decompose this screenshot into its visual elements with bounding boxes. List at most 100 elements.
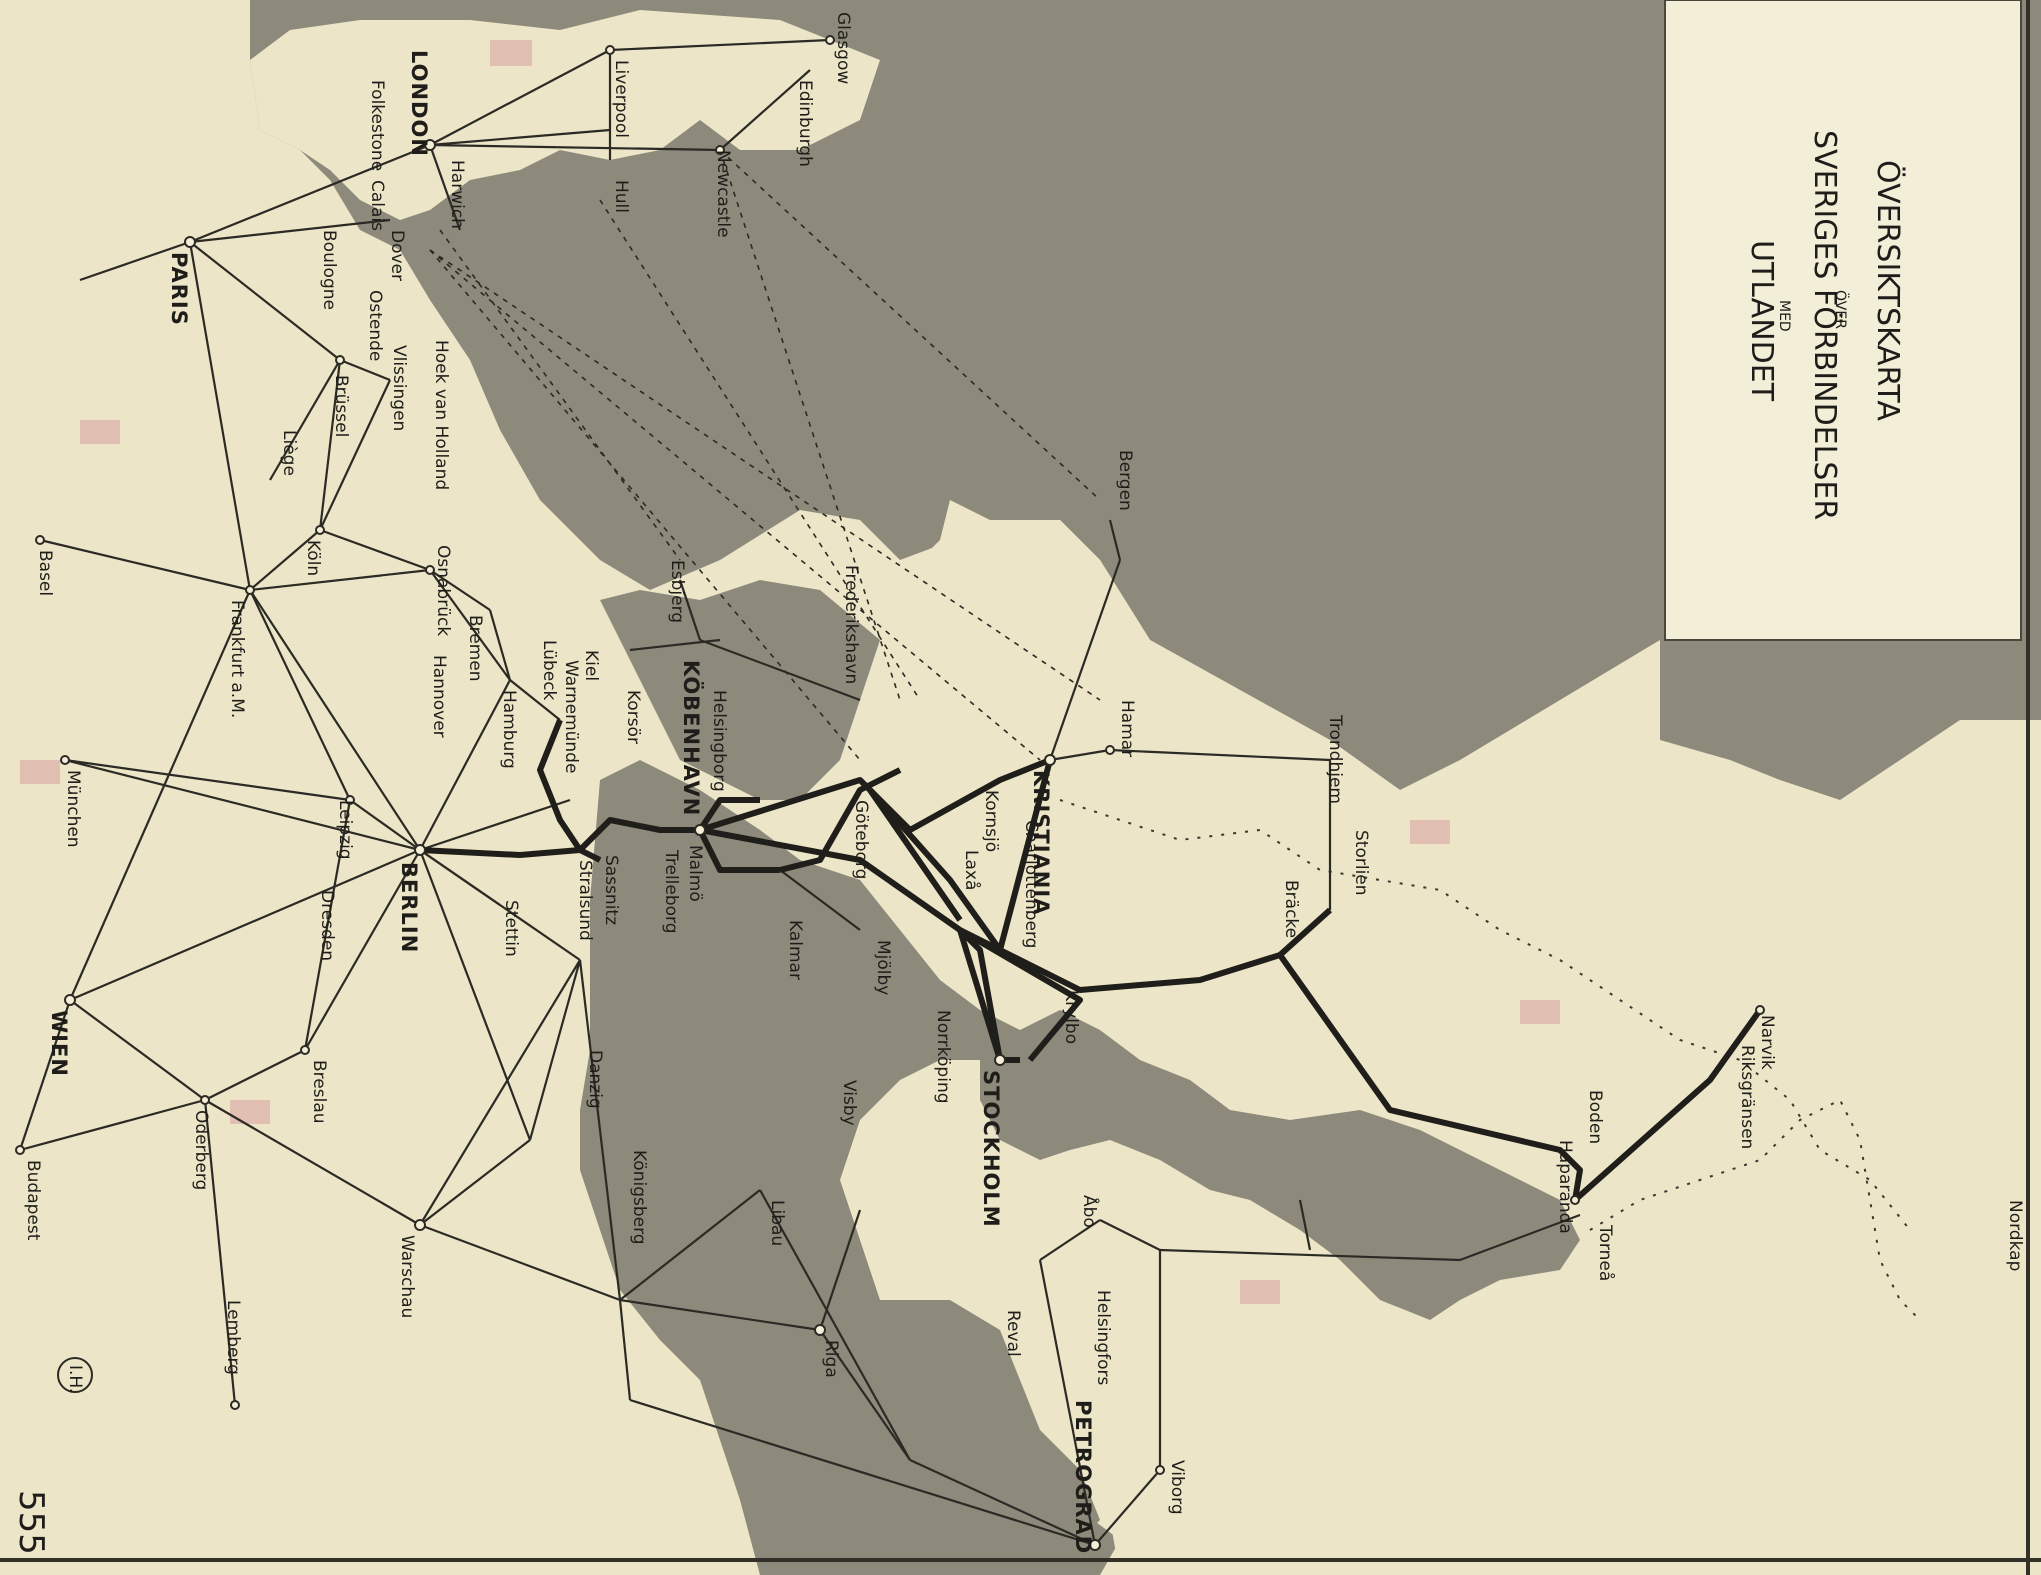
rail-route (64, 758, 421, 852)
norway-sweden-border (1059, 799, 1911, 1231)
rail-route (419, 1139, 531, 1226)
city-dot[interactable] (1089, 1539, 1101, 1551)
main-route (958, 927, 1281, 993)
title-line-1: ÖVERSIKTSKARTA (1870, 160, 1906, 421)
rail-route (249, 589, 421, 851)
rail-routes (18, 38, 1581, 1547)
gulf-of-finland (880, 1300, 1100, 1540)
city-dot[interactable] (35, 535, 45, 545)
rail-route (19, 1098, 206, 1152)
city-dot[interactable] (300, 1045, 310, 1055)
city-dot[interactable] (1755, 1005, 1765, 1015)
city-dot[interactable] (230, 1400, 240, 1410)
city-dot[interactable] (414, 844, 426, 856)
label-bergen: Bergen (1115, 450, 1135, 511)
label-hamburg: Hamburg (499, 690, 519, 769)
city-dot[interactable] (715, 145, 725, 155)
rail-route (269, 359, 341, 481)
ferry-route (429, 249, 1101, 701)
rail-route (339, 358, 391, 382)
city-dot[interactable] (694, 824, 706, 836)
label-folkestone: Folkestone (367, 80, 387, 171)
label-hull: Hull (611, 180, 631, 213)
city-dot[interactable] (335, 355, 345, 365)
stamp-mark (20, 760, 60, 784)
city-dot[interactable] (425, 565, 435, 575)
rail-route (69, 848, 421, 1002)
label-stockholm: STOCKHOLM (979, 1070, 1003, 1228)
main-route (537, 718, 583, 852)
label-frederikshavn: Frederikshavn (841, 565, 861, 684)
city-dot[interactable] (994, 1054, 1006, 1066)
rail-route (249, 568, 431, 592)
label-munchen: München (63, 770, 83, 848)
rail-route (64, 758, 351, 802)
label-visby: Visby (839, 1080, 859, 1126)
city-dot[interactable] (1155, 1465, 1165, 1475)
label-goteborg: Göteborg (851, 800, 871, 879)
rail-route (1108, 519, 1122, 561)
rail-route (189, 143, 431, 244)
city-dot[interactable] (825, 35, 835, 45)
main-route (867, 759, 1053, 953)
city-dot[interactable] (605, 45, 615, 55)
label-mjolby: Mjölby (873, 940, 893, 995)
label-danzig: Danzig (585, 1050, 605, 1109)
city-dot[interactable] (814, 1324, 826, 1336)
rail-route (629, 1398, 1096, 1547)
main-route (957, 927, 1020, 1063)
rail-route (419, 1223, 621, 1302)
city-dot[interactable] (315, 525, 325, 535)
rail-route (719, 69, 811, 151)
city-dot[interactable] (64, 994, 76, 1006)
rail-route (1298, 1199, 1312, 1251)
rail-route (189, 218, 391, 244)
city-dot[interactable] (414, 1219, 426, 1231)
label-riksgransen: Riksgränsen (1737, 1045, 1757, 1149)
city-dot[interactable] (1570, 1195, 1580, 1205)
label-trondhjem: Trondhjem (1325, 714, 1345, 804)
label-helsingborg: Helsingborg (709, 690, 729, 792)
city-dot[interactable] (15, 1145, 25, 1155)
title-line-5: UTLANDET (1744, 240, 1779, 402)
main-route (699, 827, 962, 933)
label-petrograd: PETROGRAD (1071, 1400, 1095, 1554)
label-leipzig: Leipzig (335, 800, 355, 860)
label-warschau: Warschau (397, 1235, 417, 1318)
city-dot[interactable] (184, 236, 196, 248)
title-line-3: SVERIGES FÖRBINDELSER (1807, 130, 1843, 520)
label-boulogne: Boulogne (319, 230, 339, 310)
city-dot[interactable] (200, 1095, 210, 1105)
city-dot[interactable] (1044, 754, 1056, 766)
rail-route (909, 1459, 1096, 1546)
label-lemberg: Lemberg (223, 1300, 243, 1375)
monogram-text: I.H. (65, 1365, 85, 1393)
label-kalmar: Kalmar (785, 920, 805, 980)
rail-route (429, 569, 491, 611)
rail-route (249, 529, 321, 591)
stamp-mark (1410, 820, 1450, 844)
label-vlissingen: Vlissingen (389, 345, 409, 431)
city-dot[interactable] (1105, 745, 1115, 755)
label-abo: Åbo (1079, 1195, 1101, 1228)
label-berlin: BERLIN (397, 862, 421, 953)
label-malmo: Malmö (685, 845, 705, 902)
city-dot[interactable] (345, 795, 355, 805)
label-paris: PARIS (167, 252, 191, 326)
rail-route (204, 1049, 306, 1101)
rail-route (304, 849, 421, 1051)
north-sea (250, 0, 1660, 790)
main-route (867, 757, 1052, 833)
city-dot[interactable] (424, 139, 436, 151)
rail-route (318, 359, 342, 531)
rail-route (578, 959, 622, 1301)
city-dot[interactable] (245, 585, 255, 595)
label-storlien: Storlien (1351, 830, 1371, 896)
main-route (1277, 907, 1333, 958)
city-dot[interactable] (60, 755, 70, 765)
main-route (699, 777, 873, 833)
label-kobenhavn: KÖBENHAVN (679, 660, 704, 816)
kattegat (600, 580, 880, 800)
